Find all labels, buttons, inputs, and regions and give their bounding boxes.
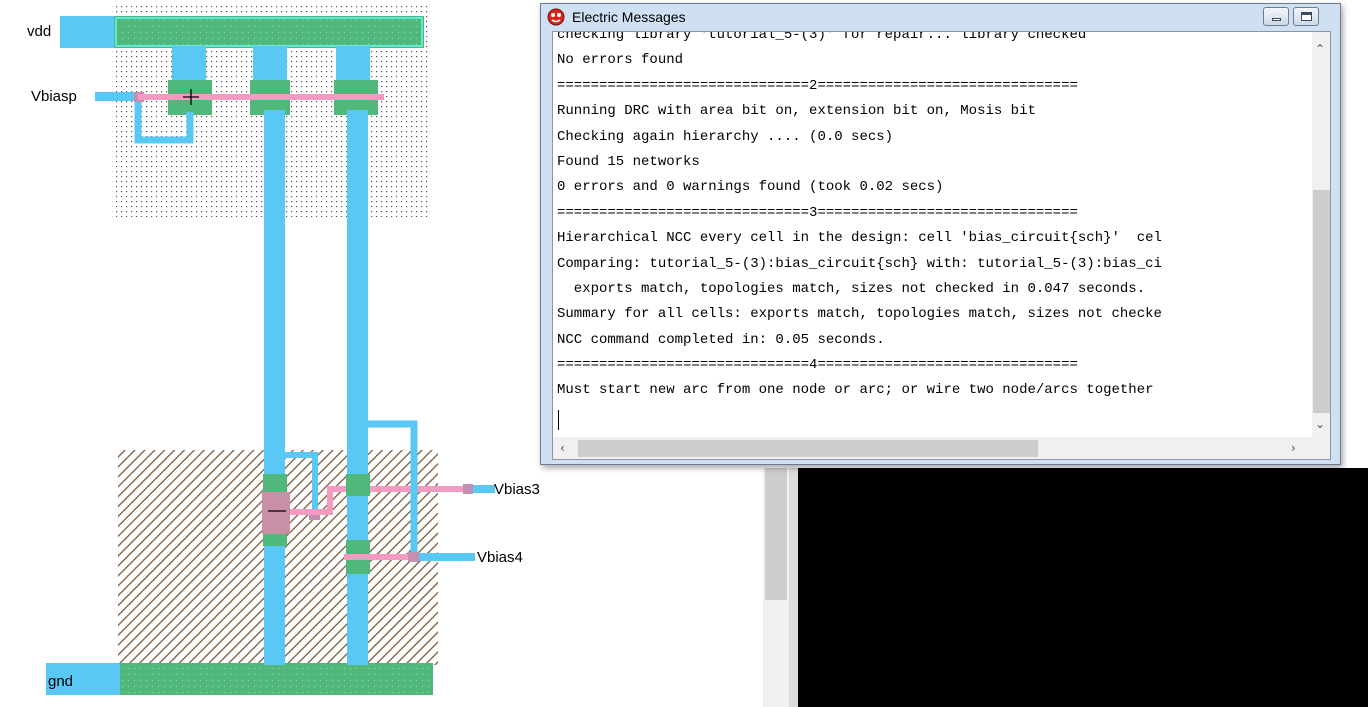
vbiasp-export-label: Vbiasp (31, 88, 77, 105)
pmos1-drain-metal[interactable] (172, 46, 206, 84)
message-line: ==============================3=========… (557, 204, 1078, 221)
horizontal-scroll-thumb[interactable] (578, 440, 1038, 457)
vbias3-metal-stub[interactable] (473, 485, 495, 493)
message-line: NCC command completed in: 0.05 seconds. (557, 331, 885, 348)
vertical-scroll-thumb[interactable] (1313, 190, 1330, 413)
vertical-scrollbar[interactable]: ⌃ ⌄ (1312, 32, 1330, 437)
vdd-export-label: vdd (27, 23, 52, 40)
window-title: Electric Messages (572, 9, 686, 25)
right-vertical-metal[interactable] (347, 110, 368, 665)
scroll-up-arrow-icon[interactable]: ⌃ (1315, 42, 1326, 56)
nmos2-active-top[interactable] (346, 474, 370, 496)
vbias4-contact[interactable] (408, 552, 419, 562)
message-line: ==============================2=========… (557, 77, 1078, 94)
maximize-icon (1301, 12, 1312, 21)
background-scroll-thumb[interactable] (765, 468, 787, 600)
vbias4-export-label: Vbias4 (477, 549, 523, 566)
messages-content[interactable]: checking library 'tutorial_5-(3)' for re… (552, 31, 1331, 460)
message-line: Summary for all cells: exports match, to… (557, 306, 1162, 323)
minimize-icon (1272, 18, 1281, 21)
gnd-metal-stub[interactable] (46, 663, 126, 695)
message-line: Found 15 networks (557, 153, 700, 170)
pmos3-drain-metal[interactable] (336, 46, 370, 84)
electric-app-icon (547, 8, 565, 26)
vbiasp-feedback-metal[interactable] (134, 96, 194, 144)
vbias3-poly[interactable] (290, 486, 468, 515)
gnd-rail-dots (120, 663, 433, 695)
left-vertical-metal[interactable] (264, 110, 285, 665)
cursor-crosshair (183, 89, 199, 105)
message-line: Comparing: tutorial_5-(3):bias_circuit{s… (557, 255, 1162, 272)
background-black-window (798, 468, 1368, 707)
vbiasp-metal-stub[interactable] (95, 92, 140, 101)
horizontal-scrollbar[interactable]: ‹ › (553, 437, 1312, 459)
scrollbar-corner (1312, 437, 1330, 459)
top-poly-gate[interactable] (138, 94, 384, 100)
vbias3-export-label: Vbias3 (494, 481, 540, 498)
nmos1-poly-gate[interactable] (262, 492, 290, 534)
gnd-export-label: gnd (48, 673, 74, 690)
message-line: ==============================4=========… (557, 357, 1078, 374)
message-line: Must start new arc from one node or arc;… (557, 382, 1154, 399)
scroll-right-arrow-icon[interactable]: › (1291, 441, 1296, 455)
message-line: checking library 'tutorial_5-(3)' for re… (557, 32, 1087, 43)
background-window-edge (789, 468, 798, 707)
messages-text-area[interactable]: checking library 'tutorial_5-(3)' for re… (553, 32, 1312, 437)
nmos1-gate-metal[interactable] (284, 452, 318, 515)
messages-titlebar[interactable]: Electric Messages (541, 4, 1340, 31)
message-line: exports match, topologies match, sizes n… (557, 280, 1146, 297)
message-line: Running DRC with area bit on, extension … (557, 103, 1036, 120)
vbias4-feedback-metal[interactable] (355, 420, 418, 557)
message-line: Checking again hierarchy .... (0.0 secs) (557, 128, 894, 145)
minimize-button[interactable] (1263, 7, 1289, 26)
message-line: Hierarchical NCC every cell in the desig… (557, 230, 1162, 247)
message-lines: checking library 'tutorial_5-(3)' for re… (557, 32, 1162, 404)
pmos2-drain-metal[interactable] (253, 46, 287, 84)
vbias3-contact[interactable] (463, 484, 473, 494)
vbias4-metal-stub[interactable] (419, 553, 475, 561)
text-caret (558, 410, 559, 430)
scroll-down-arrow-icon[interactable]: ⌄ (1315, 417, 1326, 431)
background-window-scrollbar[interactable] (763, 468, 798, 707)
vdd-metal-stub[interactable] (60, 16, 116, 48)
nmos2-poly-gate[interactable] (344, 554, 418, 560)
scroll-left-arrow-icon[interactable]: ‹ (560, 441, 565, 455)
message-line: No errors found (557, 52, 684, 69)
message-line: 0 errors and 0 warnings found (took 0.02… (557, 179, 944, 196)
maximize-button[interactable] (1293, 7, 1319, 26)
messages-window[interactable]: Electric Messages checking library 'tuto… (540, 3, 1341, 465)
vdd-rail-dots (114, 16, 424, 48)
